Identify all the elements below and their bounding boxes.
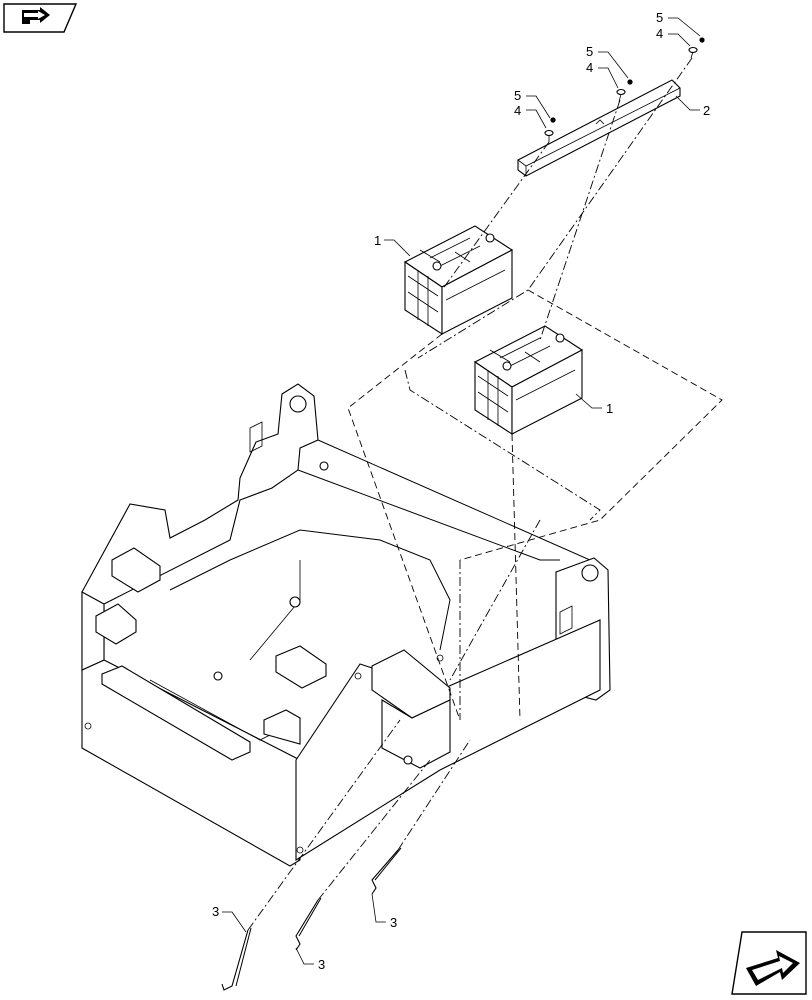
next-page-arrow-icon[interactable]	[731, 931, 807, 995]
callout-nut-right: 5	[656, 10, 663, 25]
hardware-middle	[616, 79, 633, 103]
rod-left	[221, 927, 252, 991]
assembly-lines	[247, 57, 723, 931]
callout-hold-down-bracket: 2	[703, 103, 710, 118]
rod-middle	[295, 897, 322, 951]
callout-nut-left: 5	[514, 88, 521, 103]
callout-washer-middle: 4	[586, 60, 593, 75]
hold-down-bracket	[517, 79, 681, 177]
battery-upper	[403, 225, 514, 336]
hardware-right	[688, 37, 705, 59]
hardware-left	[544, 117, 556, 142]
callout-rod-right: 3	[390, 915, 397, 930]
callout-washer-left: 4	[514, 103, 521, 118]
callout-battery-lower: 1	[606, 401, 613, 416]
callout-battery-upper: 1	[374, 233, 381, 248]
callout-rod-left: 3	[212, 904, 219, 919]
callout-rod-middle: 3	[318, 957, 325, 972]
callout-nut-middle: 5	[586, 44, 593, 59]
rod-right	[371, 847, 402, 895]
callout-leaders	[222, 17, 701, 965]
previous-page-arrow-icon[interactable]	[3, 3, 78, 33]
battery-frame	[81, 383, 611, 867]
callout-washer-right: 4	[656, 26, 663, 41]
battery-lower	[473, 325, 584, 436]
